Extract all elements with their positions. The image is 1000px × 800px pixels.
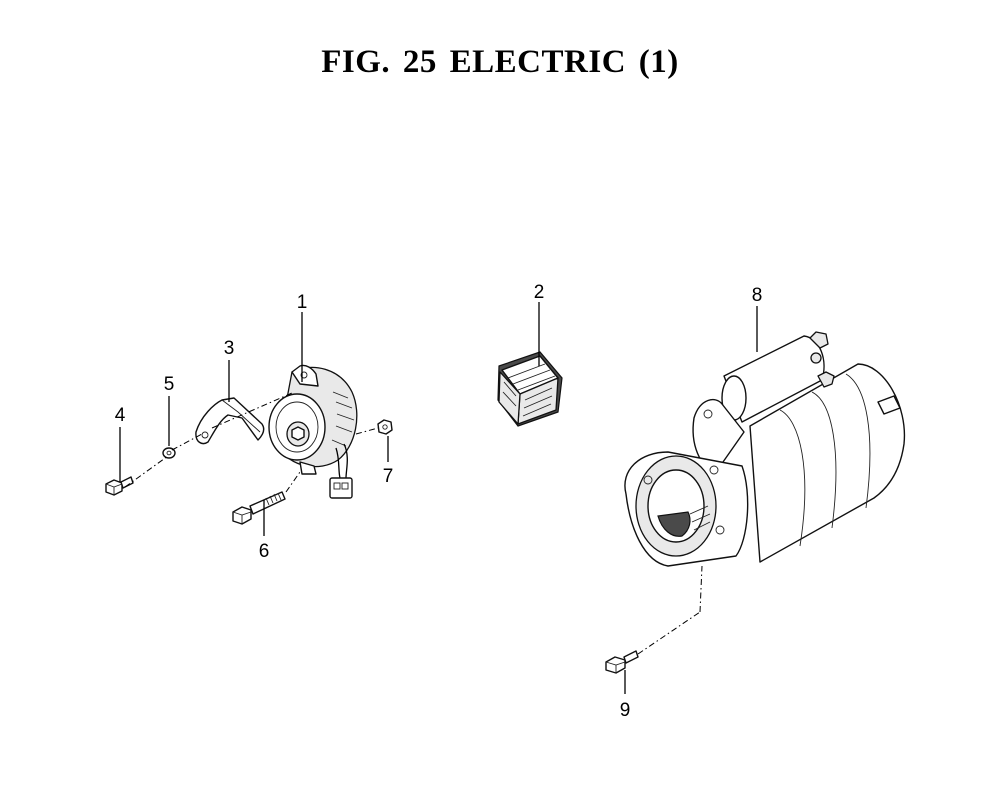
callout-7: 7	[383, 436, 394, 487]
part-1-alternator[interactable]	[268, 364, 358, 499]
part-5-washer[interactable]	[162, 447, 176, 459]
part-4-bolt[interactable]	[105, 476, 134, 496]
callout-3: 3	[224, 338, 235, 402]
callout-2: 2	[534, 282, 545, 366]
svg-text:1: 1	[297, 292, 308, 313]
callout-8: 8	[752, 285, 763, 352]
part-2-regulator[interactable]	[497, 351, 563, 427]
svg-text:9: 9	[620, 700, 631, 721]
svg-text:6: 6	[259, 541, 270, 562]
callout-5: 5	[164, 374, 175, 446]
figure-title: FIG. 25 ELECTRIC (1)	[321, 44, 679, 80]
svg-text:2: 2	[534, 282, 545, 303]
svg-text:8: 8	[752, 285, 763, 306]
part-7-nut[interactable]	[377, 419, 393, 435]
svg-text:4: 4	[115, 405, 126, 426]
part-6-bolt[interactable]	[232, 491, 286, 525]
callout-4: 4	[115, 405, 126, 482]
svg-text:5: 5	[164, 374, 175, 395]
callout-9: 9	[620, 670, 631, 721]
callout-6: 6	[259, 500, 270, 562]
svg-text:7: 7	[383, 466, 394, 487]
svg-text:3: 3	[224, 338, 235, 359]
part-8-starter-motor[interactable]	[624, 331, 906, 567]
part-3-bracket[interactable]	[195, 397, 265, 445]
part-9-bolt[interactable]	[605, 650, 639, 674]
callout-1: 1	[297, 292, 308, 382]
